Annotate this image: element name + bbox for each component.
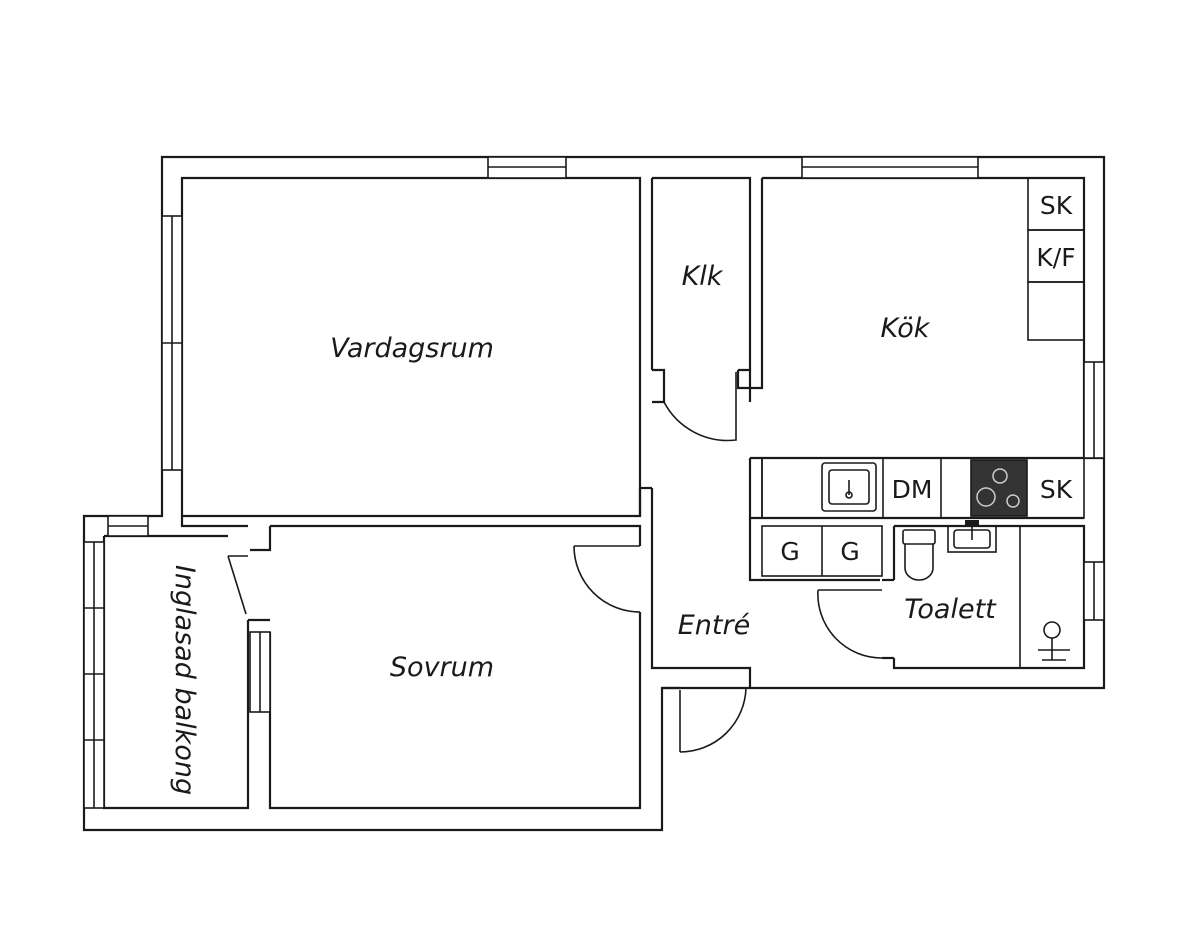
room-vardagsrum: Vardagsrum [330,333,494,364]
dishwasher [882,457,942,519]
windows [83,156,1105,809]
label-sovrum: Sovrum [390,652,494,683]
sink-icon [821,462,877,512]
label-sk-counter: SK [1040,475,1073,504]
wardrobes: G G [748,518,883,582]
label-dm: DM [892,475,933,504]
label-kok: Kök [881,313,931,344]
label-sk-top: SK [1040,191,1073,220]
label-kf: K/F [1036,243,1075,272]
kitchen-counter: DM SK [748,456,1104,520]
label-entre: Entré [678,610,750,641]
room-entre: Entré [573,486,752,753]
room-toalett: Toalett [817,520,1086,670]
label-g1: G [780,537,799,566]
label-toalett: Toalett [904,594,997,625]
room-kok: Kök SK K/F [736,176,1086,458]
room-sovrum: Sovrum [180,516,642,810]
room-balkong: Inglasad balkong [102,534,270,810]
label-g2: G [840,537,859,566]
label-klk: Klk [682,261,724,292]
shower-icon [1019,526,1070,668]
room-klk: Klk [650,176,752,442]
label-balkong: Inglasad balkong [169,565,200,795]
label-vardagsrum: Vardagsrum [330,333,494,364]
toilet-icon [902,529,936,581]
washbasin-icon [947,520,997,553]
kitchen-cabinet [1027,281,1085,341]
outer-walls [82,155,1106,832]
